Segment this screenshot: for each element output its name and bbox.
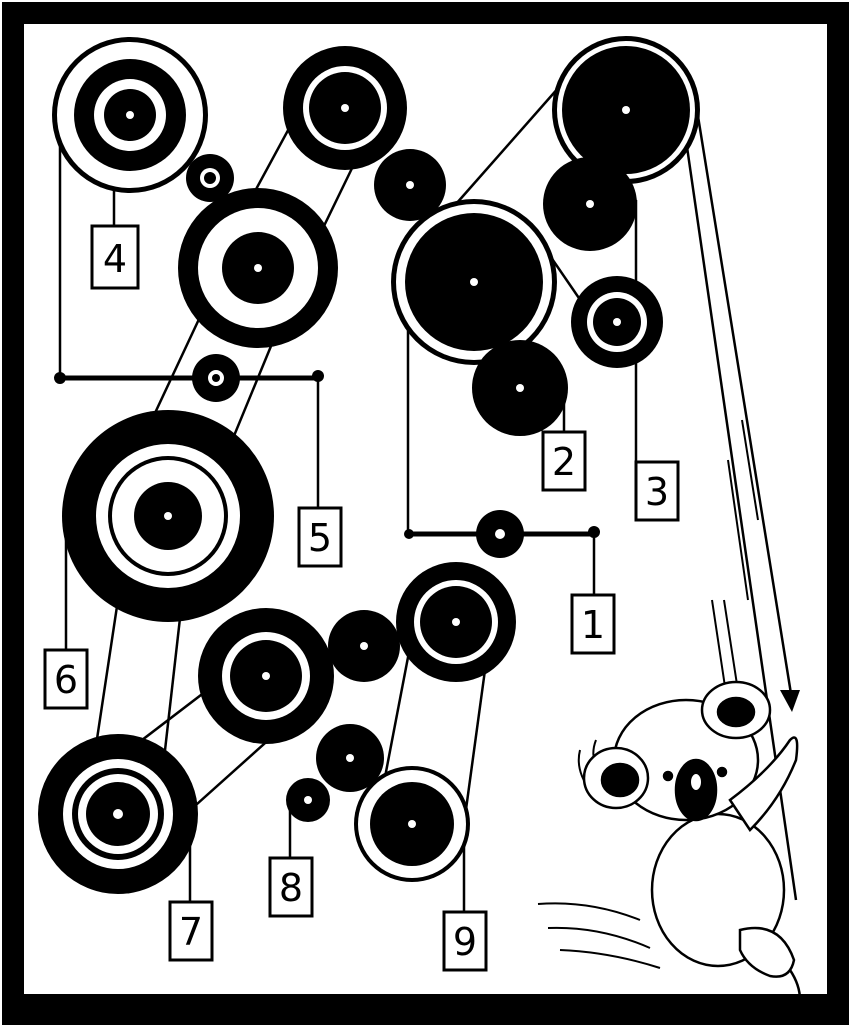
pulley-big-left bbox=[62, 410, 274, 622]
pulley-big-center bbox=[391, 199, 557, 365]
svg-text:9: 9 bbox=[453, 920, 477, 964]
svg-text:6: 6 bbox=[54, 658, 78, 702]
pulley-right-gear bbox=[543, 157, 637, 251]
svg-text:5: 5 bbox=[308, 516, 332, 560]
pulley-top-left bbox=[52, 37, 208, 193]
svg-text:2: 2 bbox=[552, 440, 576, 484]
svg-text:3: 3 bbox=[645, 470, 669, 514]
pulley-lower-middle bbox=[198, 608, 334, 744]
pulley-near-2 bbox=[472, 340, 568, 436]
pulley-bottom-left bbox=[38, 734, 198, 894]
pulley-top-middle bbox=[283, 46, 407, 170]
svg-text:7: 7 bbox=[179, 910, 203, 954]
weight-7: 7 bbox=[170, 902, 212, 960]
pulley-near-3 bbox=[571, 276, 663, 368]
weight-3: 3 bbox=[636, 462, 678, 520]
pulley-left-middle bbox=[178, 188, 338, 348]
weight-1: 1 bbox=[572, 595, 614, 653]
svg-text:4: 4 bbox=[103, 237, 127, 281]
pulley-bar-left bbox=[192, 354, 240, 402]
pulley-9 bbox=[354, 766, 470, 882]
svg-text:8: 8 bbox=[279, 866, 303, 910]
weight-4: 4 bbox=[92, 226, 138, 288]
weight-6: 6 bbox=[45, 650, 87, 708]
svg-text:1: 1 bbox=[581, 603, 605, 647]
pulley-bar-right bbox=[476, 510, 524, 558]
weight-5: 5 bbox=[299, 508, 341, 566]
pulley-lower-right bbox=[396, 562, 516, 682]
pulley-gear-lower bbox=[328, 610, 400, 682]
pulley-small-8 bbox=[286, 778, 330, 822]
weight-9: 9 bbox=[444, 912, 486, 970]
weight-8: 8 bbox=[270, 858, 312, 916]
weight-2: 2 bbox=[543, 432, 585, 490]
